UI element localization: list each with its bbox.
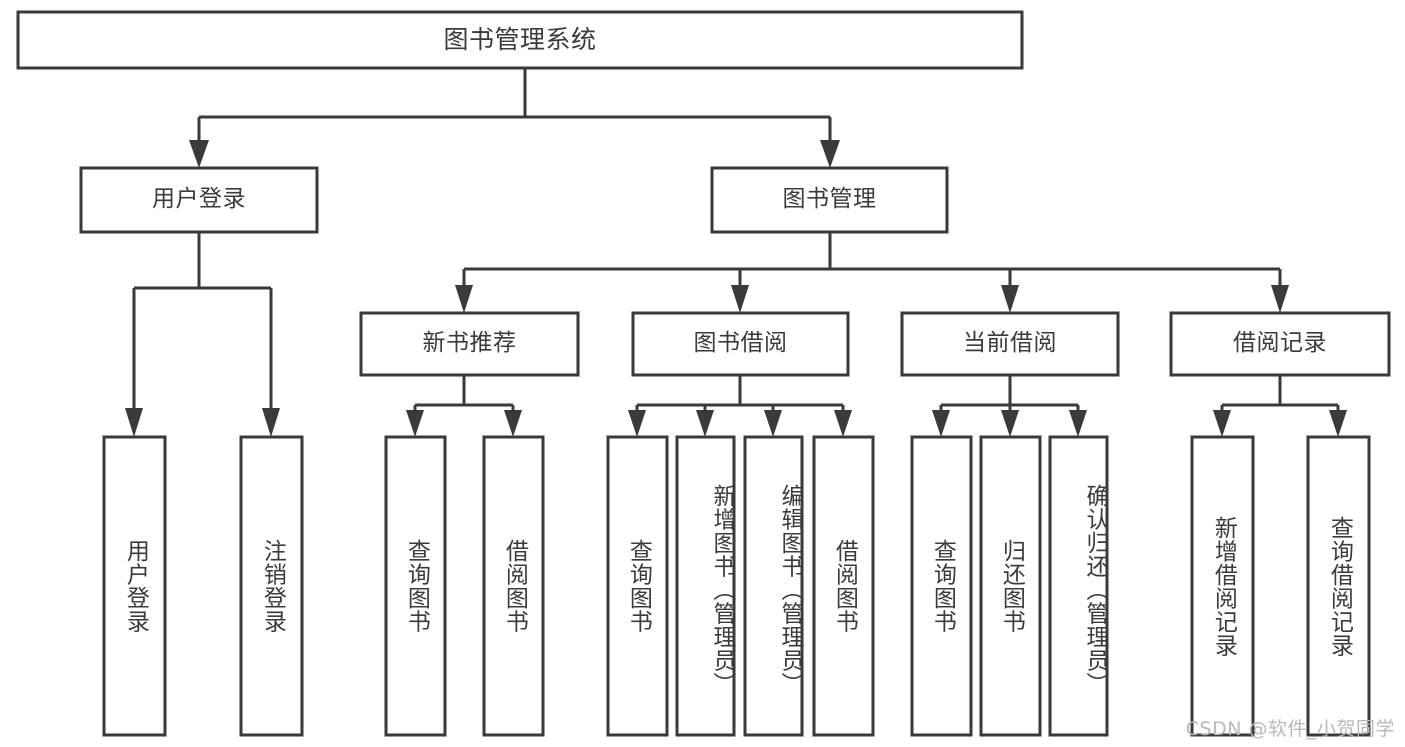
connector-newbook-to-leaves [406, 375, 522, 437]
node-box-leaf-rec-query[interactable] [1306, 435, 1371, 737]
node-box-borrow[interactable] [631, 311, 850, 377]
node-box-leaf-cur-query[interactable] [910, 435, 973, 737]
node-box-leaf-user-login[interactable] [102, 435, 167, 737]
node-box-leaf-borrow-query[interactable] [606, 435, 669, 737]
node-box-current[interactable] [900, 311, 1120, 377]
connector-bookmgmt-to-level3 [455, 232, 1289, 313]
connector-login-to-leaves [125, 232, 280, 437]
node-box-root[interactable] [16, 10, 1024, 70]
node-box-records[interactable] [1169, 311, 1391, 377]
connector-current-to-leaves [932, 375, 1087, 437]
connector-root-to-level2 [189, 68, 840, 168]
node-box-leaf-borrow-add[interactable] [675, 435, 736, 737]
connector-records-to-leaves [1213, 375, 1347, 437]
watermark-text: CSDN @软件_小贺同学 [1185, 718, 1395, 740]
node-box-leaf-borrow-lend[interactable] [812, 435, 875, 737]
node-box-leaf-user-logout[interactable] [239, 435, 304, 737]
node-box-leaf-new-query[interactable] [384, 435, 447, 737]
node-box-leaf-cur-return[interactable] [979, 435, 1042, 737]
connector-borrow-to-leaves [628, 375, 852, 437]
node-box-leaf-borrow-edit[interactable] [743, 435, 804, 737]
node-box-leaf-rec-add[interactable] [1190, 435, 1255, 737]
node-box-leaf-new-borrow[interactable] [482, 435, 545, 737]
node-box-bookmgmt[interactable] [710, 166, 949, 234]
node-box-leaf-cur-confirm[interactable] [1048, 435, 1109, 737]
node-box-newbook[interactable] [359, 311, 580, 377]
node-box-login[interactable] [79, 166, 319, 234]
